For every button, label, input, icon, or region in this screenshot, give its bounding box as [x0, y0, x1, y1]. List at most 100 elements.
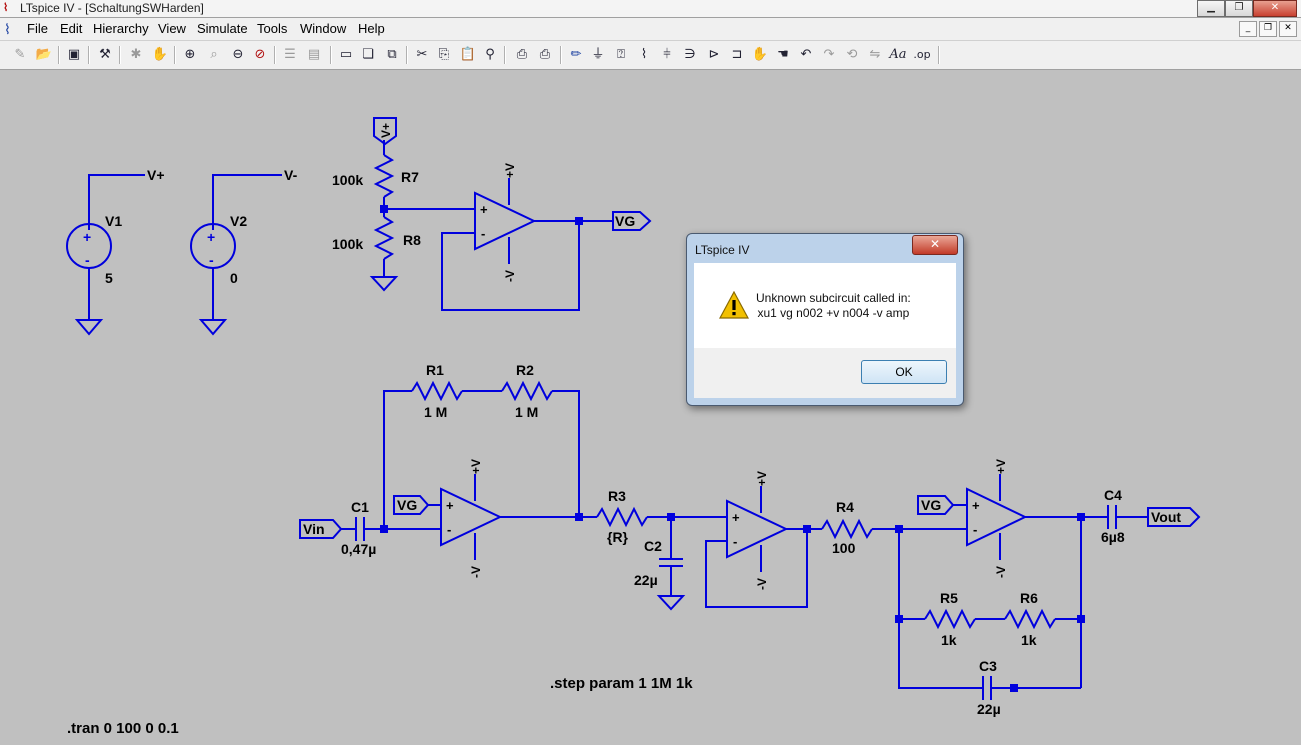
redo-icon[interactable]: ↷ [823, 47, 835, 62]
window-title: LTspice IV - [SchaltungSWHarden] [20, 1, 204, 15]
print-icon[interactable]: ⎙ [539, 47, 551, 62]
mdi-close-button[interactable]: ✕ [1279, 21, 1297, 37]
stage3-circuit[interactable] [821, 504, 1148, 700]
pan-icon[interactable]: ✋ [151, 47, 169, 62]
dialog-body: Unknown subcircuit called in: xu1 vg n00… [694, 263, 956, 348]
u1-supply-plus: +V [503, 163, 517, 178]
net-label-vminus: V- [284, 167, 298, 183]
r8-value: 100k [332, 236, 363, 252]
voltage-source-v2[interactable] [190, 174, 282, 336]
r5-value: 1k [941, 632, 957, 648]
zoom-fit-icon[interactable]: ⊘ [254, 47, 266, 62]
spice-directive-icon[interactable]: .op [913, 48, 931, 61]
inductor-icon[interactable]: ∋ [684, 47, 696, 62]
drag-icon[interactable]: ☚ [777, 47, 789, 62]
menu-simulate[interactable]: Simulate [197, 21, 248, 36]
r5-name: R5 [940, 590, 958, 606]
v2-plus-mark: + [207, 229, 215, 245]
warning-icon [719, 291, 749, 319]
menu-file[interactable]: File [27, 21, 48, 36]
resistor-icon[interactable]: ⌇ [640, 47, 648, 62]
c3-value: 22µ [977, 701, 1001, 717]
rotate-icon[interactable]: ⟲ [846, 47, 858, 62]
menu-edit[interactable]: Edit [60, 21, 83, 36]
tile-horizontal-icon[interactable]: ▭ [339, 47, 353, 62]
c1-value: 0,47µ [341, 541, 376, 557]
draw-wire-icon[interactable]: ✏ [570, 47, 582, 62]
v1-minus-mark: - [85, 252, 90, 268]
mirror-icon[interactable]: ⇋ [869, 47, 881, 62]
r8-name: R8 [403, 232, 421, 248]
opamp-u1[interactable] [474, 178, 537, 264]
close-window-icon[interactable]: ⧉ [387, 47, 397, 62]
cut-icon[interactable]: ✂ [416, 47, 428, 62]
move-icon[interactable]: ✋ [751, 47, 769, 62]
mdi-minimize-button[interactable]: _ [1239, 21, 1257, 37]
net-flag-vg-1[interactable] [393, 495, 430, 515]
divider-r7-r8[interactable] [369, 140, 614, 311]
document-icon[interactable]: ⌇ [4, 21, 11, 37]
step-directive[interactable]: .step param 1 1M 1k [550, 675, 693, 692]
c3-name: C3 [979, 658, 997, 674]
restore-button[interactable]: ❐ [1225, 0, 1253, 17]
net-flag-vg-out[interactable] [612, 211, 652, 231]
mdi-controls: _ ❐ ✕ [1239, 21, 1297, 37]
cascade-icon[interactable]: ❏ [362, 47, 374, 62]
print-setup-icon[interactable]: ⎙ [516, 47, 528, 62]
u2-minus-pin: - [447, 522, 451, 537]
control-panel-icon[interactable]: ⚒ [99, 47, 111, 62]
r3-value: {R} [607, 529, 629, 545]
close-button[interactable]: ✕ [1253, 0, 1297, 17]
r2-value: 1 M [515, 404, 538, 420]
r7-value: 100k [332, 172, 363, 188]
zoom-in-icon[interactable]: ⊕ [184, 47, 196, 62]
mdi-restore-button[interactable]: ❐ [1259, 21, 1277, 37]
grid-icon[interactable]: ▤ [307, 47, 321, 62]
opamp-u4[interactable] [966, 474, 1028, 560]
component-icon[interactable]: ⊐ [731, 47, 743, 62]
ok-button[interactable]: OK [861, 360, 947, 384]
rc-filter[interactable] [596, 506, 727, 611]
stage1-circuit[interactable] [340, 380, 597, 541]
menu-view[interactable]: View [158, 21, 186, 36]
save-icon[interactable]: ▣ [67, 47, 81, 62]
window-controls: ▁ ❐ ✕ [1197, 0, 1297, 17]
capacitor-icon[interactable]: ⫩ [663, 47, 671, 62]
menu-hierarchy[interactable]: Hierarchy [93, 21, 149, 36]
open-icon[interactable]: 📂 [35, 47, 53, 62]
dialog-message-line2: xu1 vg n002 +v n004 -v amp [757, 306, 910, 320]
new-schematic-icon[interactable]: ✎ [14, 47, 26, 62]
v1-value: 5 [105, 270, 113, 286]
text-icon[interactable]: Aa [889, 47, 907, 62]
run-icon[interactable]: ✱ [130, 47, 142, 62]
find-icon[interactable]: ⚲ [485, 47, 495, 62]
minimize-button[interactable]: ▁ [1197, 0, 1225, 17]
voltage-source-v1[interactable] [66, 174, 145, 336]
copy-icon[interactable]: ⎘ [438, 47, 450, 62]
opamp-u2[interactable] [440, 474, 503, 560]
ltspice-icon: ⌇ [3, 1, 9, 14]
u1-minus-pin: - [481, 226, 485, 241]
ground-icon[interactable]: ⏚ [591, 47, 605, 62]
paste-icon[interactable]: 📋 [459, 47, 477, 62]
zoom-area-icon[interactable]: ⌕ [210, 47, 218, 62]
schematic-canvas[interactable]: + - + - + - + - + - + - +V -V +V -V +V -… [0, 70, 1301, 745]
net-flag-vg-2[interactable] [917, 495, 955, 515]
label-net-icon[interactable]: ⍰ [617, 47, 625, 62]
net-flag-vout[interactable] [1147, 507, 1201, 527]
menu-window[interactable]: Window [300, 21, 347, 36]
diode-icon[interactable]: ⊳ [708, 47, 720, 62]
net-label-vplus: V+ [147, 167, 165, 183]
zoom-out-icon[interactable]: ⊖ [232, 47, 244, 62]
menu-tools[interactable]: Tools [257, 21, 288, 36]
title-bar: ⌇ LTspice IV - [SchaltungSWHarden] ▁ ❐ ✕ [0, 0, 1301, 18]
net-label-vg-2: VG [921, 497, 941, 513]
menu-help[interactable]: Help [358, 21, 385, 36]
net-flag-vplus[interactable] [373, 117, 397, 146]
tran-directive[interactable]: .tran 0 100 0 0.1 [67, 720, 179, 737]
dialog-close-button[interactable]: ✕ [912, 235, 958, 255]
undo-icon[interactable]: ↶ [800, 47, 812, 62]
autorange-icon[interactable]: ☰ [284, 47, 296, 62]
v1-plus-mark: + [83, 229, 91, 245]
net-flag-vin[interactable] [299, 519, 343, 539]
